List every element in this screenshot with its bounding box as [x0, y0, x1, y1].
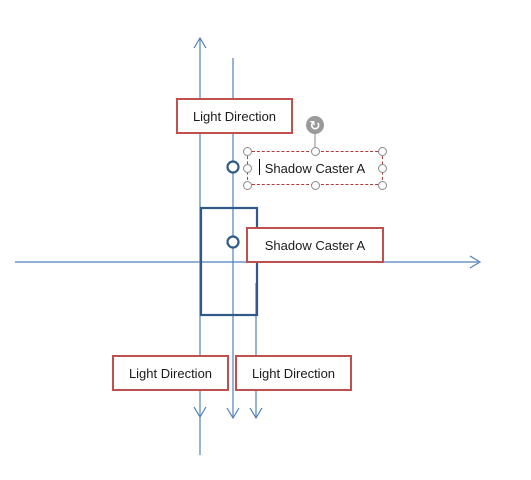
- horizontal-axis-arrowhead-icon: [469, 255, 482, 269]
- resize-handle-top-middle[interactable]: [311, 147, 320, 156]
- light-direction-label-bottom-right[interactable]: Light Direction: [235, 355, 352, 391]
- resize-handle-bottom-middle[interactable]: [311, 181, 320, 190]
- light-direction-label-top-text: Light Direction: [192, 108, 277, 124]
- resize-handle-middle-left[interactable]: [243, 164, 252, 173]
- shadow-caster-label-selected[interactable]: Shadow Caster A: [247, 151, 383, 185]
- light-direction-label-top[interactable]: Light Direction: [176, 98, 293, 134]
- resize-handle-bottom-right[interactable]: [378, 181, 387, 190]
- resize-handle-bottom-left[interactable]: [243, 181, 252, 190]
- light-ray-main-bottom-arrowhead-icon: [193, 406, 207, 419]
- shadow-caster-label[interactable]: Shadow Caster A: [246, 227, 384, 263]
- light-direction-label-bottom-left[interactable]: Light Direction: [112, 355, 229, 391]
- rotate-icon[interactable]: ↻: [306, 116, 324, 134]
- light-ray-main-top-arrowhead-icon: [193, 36, 207, 49]
- light-direction-label-bottom-left-text: Light Direction: [128, 365, 213, 381]
- light-direction-label-bottom-right-text: Light Direction: [251, 365, 336, 381]
- light-ray-middle-arrowhead-icon: [226, 407, 240, 420]
- shadow-caster-label-text: Shadow Caster A: [264, 237, 366, 253]
- text-caret: [259, 159, 260, 175]
- resize-handle-top-left[interactable]: [243, 147, 252, 156]
- pivot-circle-icon-upper[interactable]: [226, 160, 240, 174]
- resize-handle-top-right[interactable]: [378, 147, 387, 156]
- pivot-circle-icon-lower[interactable]: [226, 235, 240, 249]
- light-ray-right-arrowhead-icon: [249, 407, 263, 420]
- resize-handle-middle-right[interactable]: [378, 164, 387, 173]
- shadow-caster-label-selected-text[interactable]: Shadow Caster A: [264, 160, 366, 176]
